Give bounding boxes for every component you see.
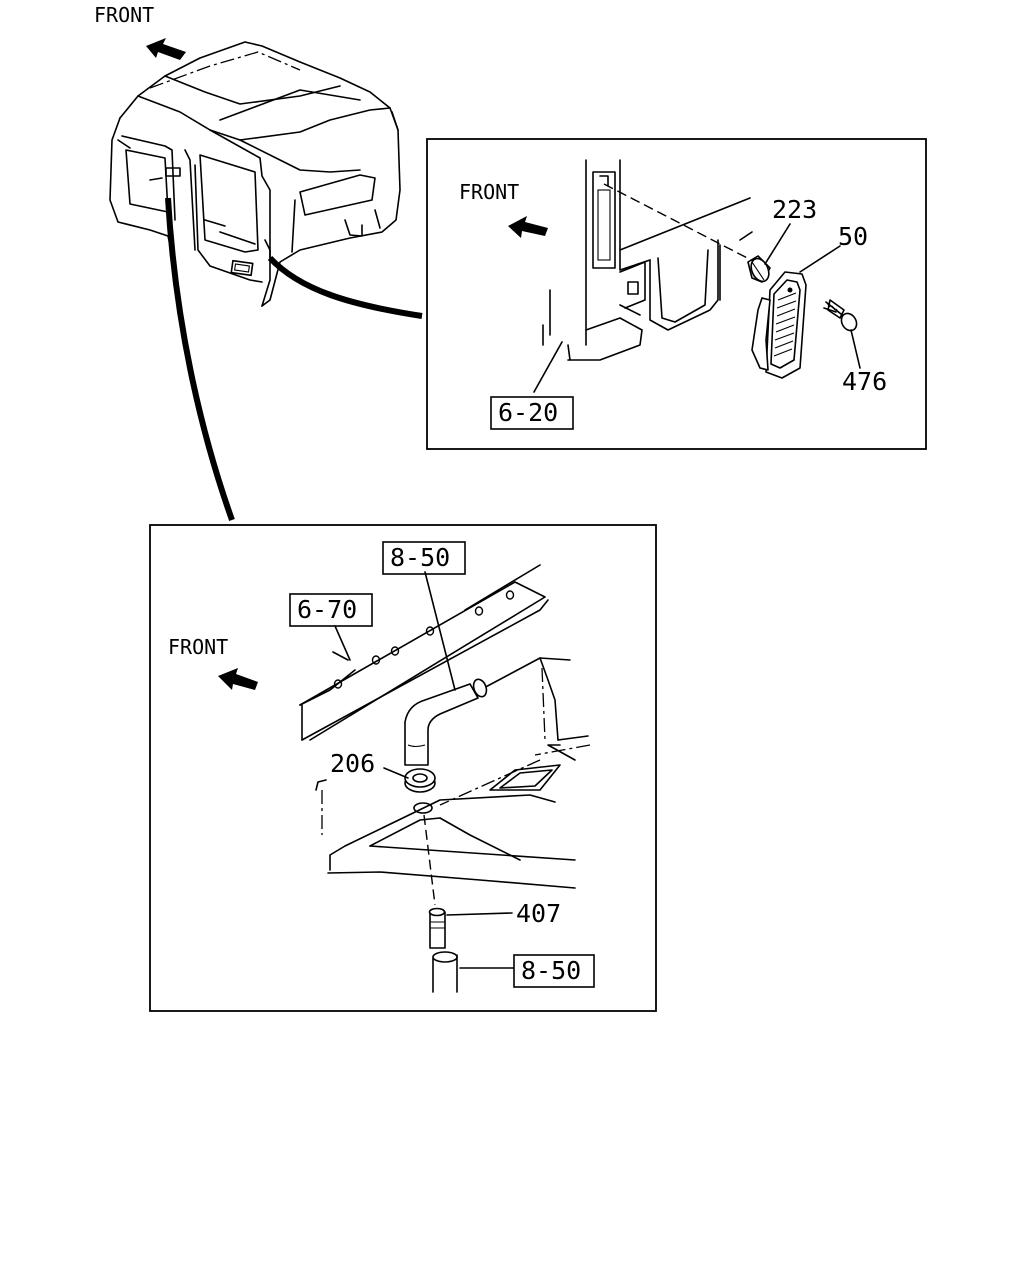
front-arrow-bottom [218, 668, 258, 690]
ref-box-8-50-top [382, 541, 466, 575]
fitting-part-407 [428, 907, 446, 949]
front-label-top: FRONT [459, 180, 519, 204]
part-number-476: 476 [842, 367, 887, 396]
front-label-bottom: FRONT [168, 635, 228, 659]
ref-box-6-20 [490, 396, 574, 430]
grommet-part-206 [404, 768, 436, 814]
ref-label-6-70: 6-70 [297, 595, 357, 624]
front-label-overview: FRONT [94, 3, 154, 27]
clip-part-223 [747, 255, 771, 283]
part-number-206: 206 [330, 749, 375, 778]
screw-part-476 [823, 299, 858, 332]
detail-box-bottom: 8-50 6-70 FRONT [149, 524, 657, 1012]
ref-box-6-70 [289, 593, 373, 627]
ref-box-8-50-bottom [513, 954, 595, 988]
part-number-223: 223 [772, 195, 817, 224]
detail-box-top: FRONT [426, 138, 927, 450]
ref-label-8-50-top: 8-50 [390, 543, 450, 572]
hose-elbow [404, 678, 488, 766]
front-arrow-top [508, 216, 548, 238]
front-arrow-overview [146, 38, 186, 60]
ref-label-6-20: 6-20 [498, 398, 558, 427]
hose-lower [432, 951, 458, 993]
part-number-50: 50 [838, 222, 868, 251]
ref-label-8-50-bottom: 8-50 [521, 956, 581, 985]
louver-grille-part-50 [751, 271, 807, 379]
cab-overview: FRONT [94, 3, 401, 307]
part-number-407: 407 [516, 899, 561, 928]
leader-to-bottom-detail [165, 197, 235, 522]
leader-to-top-detail [267, 255, 423, 319]
